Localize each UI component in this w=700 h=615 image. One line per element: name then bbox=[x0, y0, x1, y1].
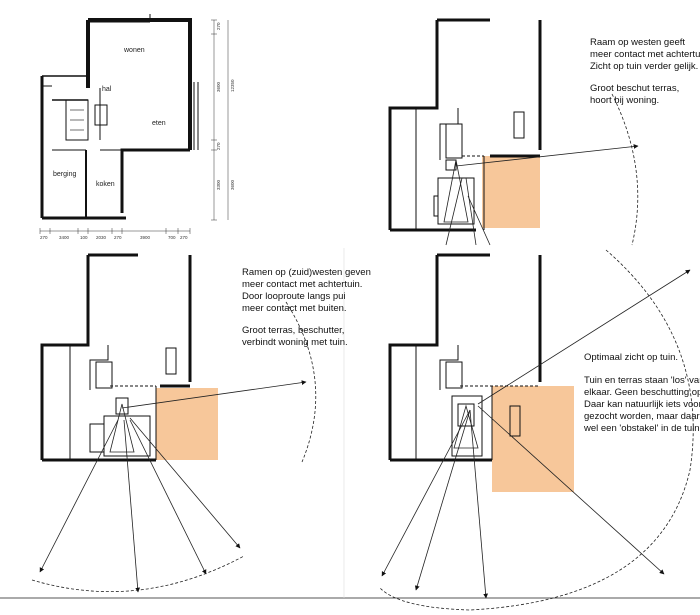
plan-1-floorplan: wonen hal eten berging koken 270 3400 bbox=[39, 14, 235, 240]
note-line-3: Door looproute langs pui bbox=[242, 291, 346, 302]
dim-bottom-2: 3400 bbox=[59, 235, 70, 240]
dim-bottom-7: 700 bbox=[168, 235, 176, 240]
note-line-4: meer contact met buiten. bbox=[242, 303, 347, 314]
dim-right-5: 3600 bbox=[230, 179, 235, 190]
dim-right-1: 270 bbox=[216, 22, 221, 30]
dim-right-3: 270 bbox=[216, 142, 221, 150]
note-line-1: Optimaal zicht op tuin. bbox=[584, 352, 678, 363]
dim-right-4: 3300 bbox=[216, 179, 221, 190]
plan-3-sight-lines bbox=[31, 301, 317, 593]
room-label-hal: hal bbox=[102, 86, 112, 93]
note-line-2: meer contact met achtertuin. bbox=[242, 279, 362, 290]
dim-bottom-8: 270 bbox=[180, 235, 188, 240]
plan-1-dimension-labels: 270 3400 100 2030 270 3900 700 270 270 3… bbox=[40, 22, 235, 240]
room-label-koken: koken bbox=[96, 181, 115, 188]
dim-bottom-1: 270 bbox=[40, 235, 48, 240]
dim-right-2: 3600 bbox=[216, 81, 221, 92]
room-label-wonen: wonen bbox=[123, 47, 145, 54]
note-line-5: Groot terras, beschutter, bbox=[242, 325, 344, 336]
plan-3: Ramen op (zuid)westen geven meer contact… bbox=[31, 253, 371, 593]
plan-1-walls bbox=[40, 14, 199, 220]
plan-3-notes: Ramen op (zuid)westen geven meer contact… bbox=[242, 267, 371, 348]
plan-1-dimension-lines bbox=[39, 19, 229, 234]
dim-bottom-4: 2030 bbox=[96, 235, 107, 240]
dim-bottom-6: 3900 bbox=[140, 235, 151, 240]
note-line-4: Groot beschut terras, bbox=[590, 83, 679, 94]
note-line-5: gezocht worden, maar daar is bbox=[584, 411, 700, 422]
dim-bottom-5: 270 bbox=[114, 235, 122, 240]
room-label-berging: berging bbox=[53, 171, 76, 178]
note-line-3: Zicht op tuin verder gelijk. bbox=[590, 61, 698, 72]
note-line-4: Daar kan natuurlijk iets voor bbox=[584, 399, 700, 410]
note-line-1: Ramen op (zuid)westen geven bbox=[242, 267, 371, 278]
note-line-2: Tuin en terras staan 'los' van bbox=[584, 375, 700, 386]
terrace-area bbox=[492, 386, 574, 492]
note-line-1: Raam op westen geeft bbox=[590, 37, 685, 48]
room-label-eten: eten bbox=[152, 120, 166, 127]
note-line-6: wel een 'obstakel' in de tuin. bbox=[583, 423, 700, 434]
dim-bottom-3: 100 bbox=[80, 235, 88, 240]
plan-4: Optimaal zicht op tuin. Tuin en terras s… bbox=[379, 249, 700, 611]
note-line-6: verbindt woning met tuin. bbox=[242, 337, 348, 348]
plan-4-notes: Optimaal zicht op tuin. Tuin en terras s… bbox=[583, 352, 700, 434]
plan-2-sight-lines bbox=[443, 93, 639, 246]
terrace-area bbox=[156, 388, 218, 460]
note-line-2: meer contact met achtertuin. bbox=[590, 49, 700, 60]
plan-2-walls bbox=[388, 18, 542, 232]
note-line-3: elkaar. Geen beschutting op terras. bbox=[584, 387, 700, 398]
plan-4-walls bbox=[388, 253, 542, 462]
plan-2-notes: Raam op westen geeft meer contact met ac… bbox=[590, 37, 700, 106]
terrace-area bbox=[482, 156, 540, 228]
dim-right-total: 12350 bbox=[230, 79, 235, 92]
note-line-5: hoort bij woning. bbox=[590, 95, 659, 106]
plan-2: Raam op westen geeft meer contact met ac… bbox=[388, 18, 700, 246]
plan-4-sight-lines bbox=[379, 249, 694, 611]
